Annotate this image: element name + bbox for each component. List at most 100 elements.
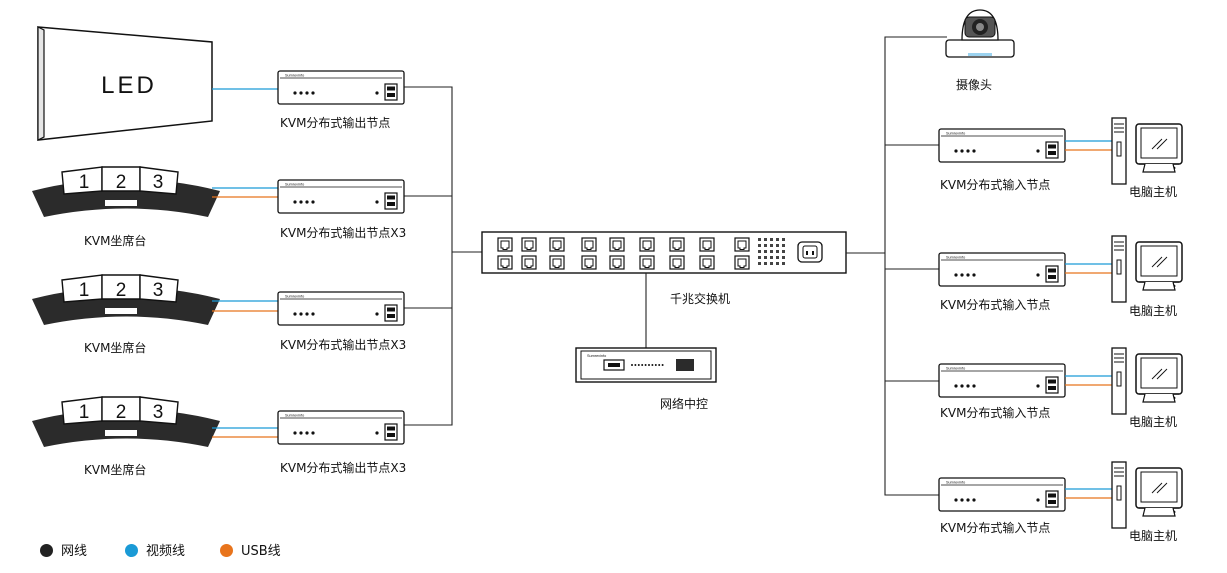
network-controller: Sumrevinfo [575,347,717,383]
legend-video-label: 视频线 [146,544,186,559]
output-node-label-2: KVM分布式输出节点X3 [280,226,407,240]
computer-label-2: 电脑主机 [1129,304,1178,318]
console-screen-number: 1 [79,402,90,423]
console-screen-number: 1 [79,280,90,301]
output-node-label-1: KVM分布式输出节点 [280,116,391,130]
controller-led [631,364,633,366]
controller-led [641,364,644,366]
switch-led [770,250,773,253]
kvm-output-node-4 [277,410,405,445]
switch-port [669,255,685,270]
console-screen-number: 2 [116,280,127,301]
kvm-input-node-4 [938,477,1066,512]
legend-network-swatch [40,544,53,557]
switch-led [770,262,773,265]
switch-port [581,237,597,252]
kvm-input-node-3 [938,363,1066,398]
input-node-label-2: KVM分布式输入节点 [940,298,1051,312]
switch-label: 千兆交换机 [670,292,731,306]
switch-led [770,244,773,247]
legend-video-swatch [125,544,138,557]
console-screen-number: 1 [79,172,90,193]
computer-label-4: 电脑主机 [1129,529,1178,543]
legend-video: 视频线 [125,540,185,559]
controller-led [661,364,664,366]
console-screen [139,166,179,195]
switch-led [782,250,785,253]
controller-led [637,364,640,366]
legend-usb: USB线 [220,540,281,559]
output-node-label-4: KVM分布式输出节点X3 [280,461,407,475]
switch-port [699,237,715,252]
switch-port [521,255,537,270]
switch-led [764,250,767,253]
controller-led [644,364,647,366]
switch-port [497,255,513,270]
switch-led [776,238,779,241]
led-wall: LED [37,26,213,141]
console-screen-number: 2 [116,402,127,423]
switch-led [764,238,767,241]
switch-port [699,255,715,270]
console-keyboard [105,430,137,436]
kvm-input-node-2 [938,252,1066,287]
switch-led [770,256,773,259]
input-node-label-1: KVM分布式输入节点 [940,178,1051,192]
camera-icon [945,9,1015,58]
switch-port [734,237,750,252]
switch-led [776,250,779,253]
svg-text:Sumrevinfo: Sumrevinfo [587,354,606,358]
switch-led [758,250,761,253]
console-label-3: KVM坐席台 [84,463,147,477]
controller-led [654,364,657,366]
input-node-label-3: KVM分布式输入节点 [940,406,1051,420]
switch-port [639,255,655,270]
computer-icon-4 [1111,461,1183,529]
switch-led [758,256,761,259]
camera-label: 摄像头 [956,78,993,92]
switch-led [782,244,785,247]
right-network-lines [846,36,947,496]
computer-icon-3 [1111,347,1183,415]
switch-led [782,238,785,241]
led-label: LED [101,72,157,99]
switch-led [770,238,773,241]
switch-led [782,262,785,265]
computer-label-1: 电脑主机 [1129,185,1178,199]
console-keyboard [105,200,137,206]
console-label-1: KVM坐席台 [84,234,147,248]
legend-network: 网线 [40,540,87,559]
right-cables [1065,140,1112,499]
input-node-label-4: KVM分布式输入节点 [940,521,1051,535]
switch-led [758,244,761,247]
kvm-output-node-1 [277,70,405,105]
console-screen [139,396,179,425]
console-screen-number: 3 [153,172,164,193]
controller-led [648,364,650,366]
kvm-output-node-3 [277,291,405,326]
switch-port [669,237,685,252]
kvm-output-node-2 [277,179,405,214]
console-keyboard [105,308,137,314]
kvm-input-node-1 [938,128,1066,163]
switch-led [764,244,767,247]
switch-port [639,237,655,252]
controller-label: 网络中控 [660,397,709,411]
left-network-lines [404,86,482,426]
switch-led [758,262,761,265]
console-screen [139,274,179,303]
switch-led [764,262,767,265]
legend-network-label: 网线 [61,544,88,559]
switch-port [609,255,625,270]
output-node-label-3: KVM分布式输出节点X3 [280,338,407,352]
switch-port [497,237,513,252]
switch-port [549,237,565,252]
left-cables [212,88,278,438]
switch-led [764,256,767,259]
console-label-2: KVM坐席台 [84,341,147,355]
controller-led [634,364,637,366]
switch-led [782,256,785,259]
